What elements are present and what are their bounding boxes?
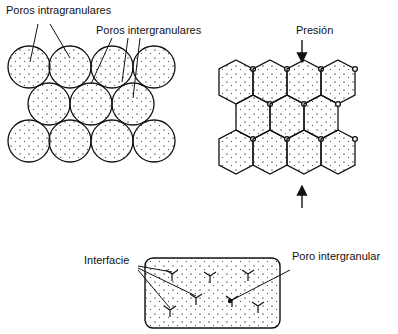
- pressure-arrows: [301, 40, 302, 208]
- interface-mark: [242, 270, 254, 281]
- grain-circle: [49, 120, 91, 162]
- grain-circle: [8, 120, 50, 162]
- loose-grains: [8, 46, 175, 162]
- pressed-grain: [321, 130, 355, 174]
- interface-mark: [252, 302, 264, 313]
- label-text: Poros intragranulares: [6, 4, 111, 17]
- grain-circle: [133, 46, 175, 88]
- pore: [336, 102, 341, 107]
- label-text: Poro intergranular: [292, 250, 380, 263]
- label-text: Interfacie: [84, 254, 129, 267]
- pressed-grain: [253, 130, 287, 174]
- sintered-block: [138, 258, 290, 328]
- grain-circle: [70, 83, 112, 125]
- interface-mark: [204, 272, 216, 283]
- pressed-grains: [219, 60, 357, 174]
- pressed-grain: [219, 130, 253, 174]
- grain-circle: [49, 46, 91, 88]
- label-text: Poros intergranulares: [96, 24, 201, 37]
- grain-circle: [28, 83, 70, 125]
- label-text: Presión: [296, 24, 333, 37]
- pore: [353, 67, 358, 72]
- grain-circle: [8, 46, 50, 88]
- pressed-grain: [287, 130, 321, 174]
- grain-circle: [133, 120, 175, 162]
- grain-circle: [91, 46, 133, 88]
- pore: [353, 137, 358, 142]
- grain-circle: [91, 120, 133, 162]
- grain-circle: [112, 83, 154, 125]
